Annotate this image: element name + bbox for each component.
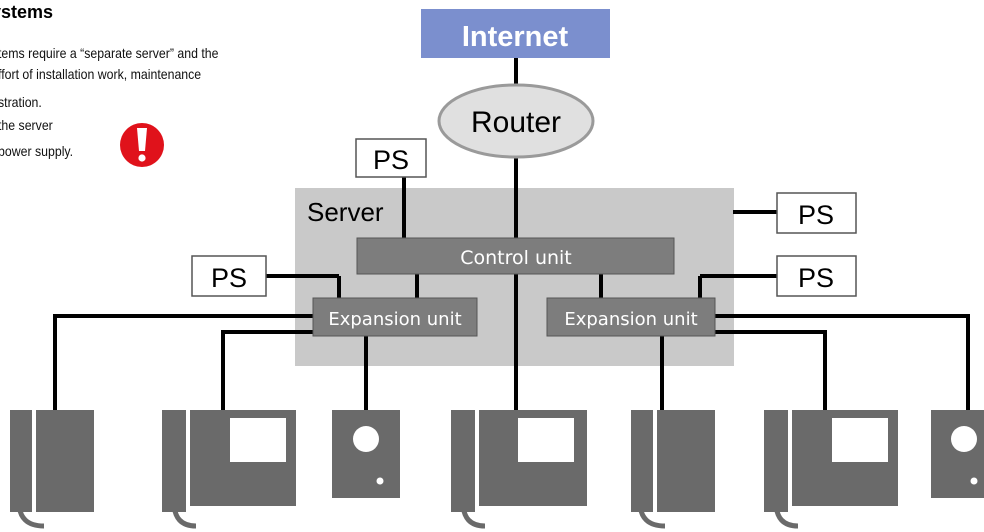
router-ellipse (437, 83, 595, 159)
ps-label: PS (798, 263, 834, 293)
ps-box-top: PS (355, 138, 427, 178)
note-line-2: ffort of installation work, maintenance (0, 66, 202, 82)
expansion-unit-right-label: Expansion unit (564, 309, 697, 330)
expansion-unit-right-box (546, 297, 716, 337)
handset-station-icon (10, 410, 94, 529)
expansion-unit-left-box (312, 297, 478, 337)
ps-label: PS (373, 145, 409, 175)
ps-label: PS (798, 200, 834, 230)
expansion-unit-left-label: Expansion unit (328, 309, 461, 330)
door-station-icon (931, 410, 984, 498)
note-line-5: power supply. (0, 143, 74, 159)
section-heading: ystems (0, 2, 54, 22)
control-unit-label: Control unit (460, 247, 572, 269)
note-line-1: tems require a “separate server” and the (0, 45, 219, 61)
note-line-3: stration. (0, 94, 42, 110)
internet-label: Internet (462, 21, 569, 53)
door-station-icon (332, 410, 400, 498)
video-monitor-station-icon (764, 410, 898, 529)
note-line-4: the server (0, 117, 53, 133)
router-label: Router (471, 106, 561, 139)
ps-box-right-lower: PS (776, 255, 857, 297)
ps-box-left: PS (191, 255, 267, 297)
video-monitor-station-icon (162, 410, 296, 529)
connection-lines (53, 57, 970, 410)
control-unit-box (356, 237, 675, 275)
video-monitor-station-icon (451, 410, 587, 529)
ps-label: PS (211, 263, 247, 293)
handset-station-icon (631, 410, 715, 529)
ps-box-right-upper: PS (776, 192, 857, 234)
internet-box (421, 9, 610, 58)
server-label: Server (307, 197, 384, 227)
exclamation-icon (120, 123, 164, 167)
